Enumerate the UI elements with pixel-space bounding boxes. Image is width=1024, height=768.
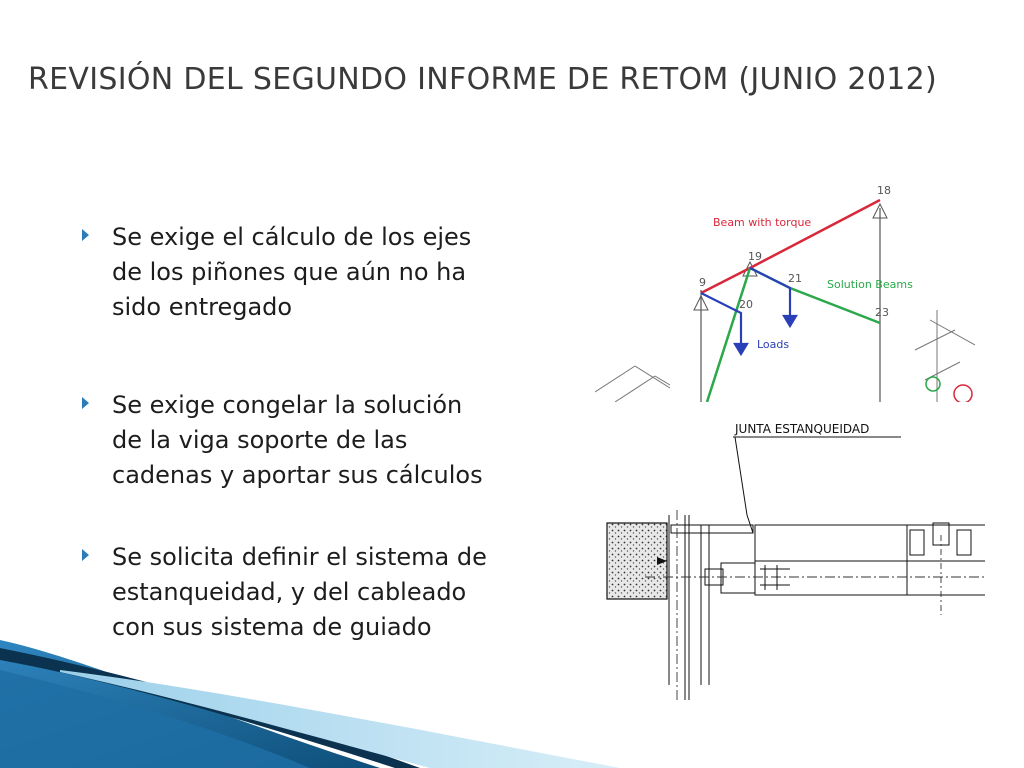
beam-diagram-figure: Beam with torque Solution Beams Loads 18… [595, 180, 975, 402]
bullet-arrow-icon [82, 397, 89, 409]
node-label: 9 [699, 276, 706, 289]
node-label: 18 [877, 184, 891, 197]
bullet-arrow-icon [82, 549, 89, 561]
node-label: 19 [748, 250, 762, 263]
solution-beams-label: Solution Beams [827, 278, 913, 291]
bullet-text: Se exige congelar la solución de la viga… [112, 391, 483, 489]
bullet-arrow-icon [82, 229, 89, 241]
slide-title: REVISIÓN DEL SEGUNDO INFORME DE RETOM (J… [28, 62, 937, 97]
bullet-text: Se solicita definir el sistema de estanq… [112, 543, 487, 641]
seal-section-figure: JUNTA ESTANQUEIDAD [605, 415, 987, 700]
loads-label: Loads [757, 338, 789, 351]
seal-label: JUNTA ESTANQUEIDAD [734, 422, 869, 436]
decorative-wave [0, 640, 620, 768]
node-label: 21 [788, 272, 802, 285]
bullet-text: Se exige el cálculo de los ejes de los p… [112, 223, 472, 321]
node-label: 23 [875, 306, 889, 319]
node-label: 20 [739, 298, 753, 311]
beam-torque-label: Beam with torque [713, 216, 811, 229]
